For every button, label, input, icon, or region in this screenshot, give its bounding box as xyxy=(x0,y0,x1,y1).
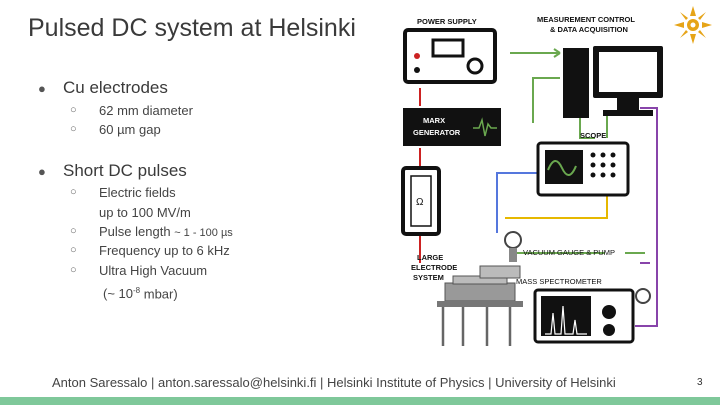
marx-generator-box xyxy=(403,108,501,146)
svg-text:MASS SPECTROMETER: MASS SPECTROMETER xyxy=(516,277,602,286)
sub-bullet-ring: ○ xyxy=(70,104,77,116)
bullet-cu-electrodes: ● Cu electrodes xyxy=(38,78,168,98)
bullet-label: Short DC pulses xyxy=(63,161,187,180)
bullet-dot: ● xyxy=(38,164,46,179)
sub-bullet: ○ Ultra High Vacuum (~ 10-8 mbar) xyxy=(70,263,208,301)
university-logo-icon xyxy=(674,6,712,44)
footer-bar xyxy=(0,397,720,405)
svg-text:SCOPE: SCOPE xyxy=(580,131,606,140)
sub-bullet: ○ 62 mm diameter xyxy=(70,101,193,121)
electrode-chamber-icon xyxy=(444,282,516,302)
footer-text: Anton Saressalo | anton.saressalo@helsin… xyxy=(52,375,616,390)
svg-text:& DATA ACQUISITION: & DATA ACQUISITION xyxy=(550,25,628,34)
sub-bullet: ○ 60 µm gap xyxy=(70,120,161,140)
svg-text:MEASUREMENT CONTROL: MEASUREMENT CONTROL xyxy=(537,15,635,24)
svg-text:GENERATOR: GENERATOR xyxy=(413,128,461,137)
svg-text:LARGE: LARGE xyxy=(417,253,443,262)
svg-text:VACUUM GAUGE & PUMP: VACUUM GAUGE & PUMP xyxy=(523,248,615,257)
sub-bullet: ○ Pulse length ~ 1 - 100 µs xyxy=(70,222,233,244)
svg-text:SYSTEM: SYSTEM xyxy=(413,273,444,282)
svg-text:ELECTRODE: ELECTRODE xyxy=(411,263,457,272)
wire-daq-to-ms xyxy=(635,107,658,327)
sub-bullet-ring: ○ xyxy=(70,244,77,256)
page-number: 3 xyxy=(697,377,703,388)
sub-bullet: ○ Electric fields up to 100 MV/m xyxy=(70,185,191,220)
label-power-supply: POWER SUPPLY xyxy=(417,17,477,26)
svg-text:MARX: MARX xyxy=(423,116,445,125)
sub-bullet-ring: ○ xyxy=(70,264,77,276)
vacuum-gauge-icon xyxy=(504,231,522,249)
wire-probe-yellow xyxy=(505,188,608,219)
sub-bullet-ring: ○ xyxy=(70,225,77,237)
bullet-short-dc-pulses: ● Short DC pulses xyxy=(38,161,187,181)
setup-diagram: POWER SUPPLY MARX GENERATOR MEASUREMENT … xyxy=(401,15,663,346)
wire-daq-to-scope xyxy=(579,116,595,139)
slide-title: Pulsed DC system at Helsinki xyxy=(28,14,356,42)
computer-tower-icon xyxy=(563,48,589,118)
pump-icon xyxy=(635,288,651,304)
sub-bullet: ○ Frequency up to 6 kHz xyxy=(70,241,230,261)
sub-bullet-ring: ○ xyxy=(70,123,77,135)
svg-text:Ω: Ω xyxy=(416,197,424,208)
bullet-dot: ● xyxy=(38,81,46,96)
sub-bullet-ring: ○ xyxy=(70,186,77,198)
wire-probe-blue xyxy=(496,172,538,233)
wire-marx-to-daq xyxy=(532,77,560,123)
bullet-label: Cu electrodes xyxy=(63,78,168,97)
